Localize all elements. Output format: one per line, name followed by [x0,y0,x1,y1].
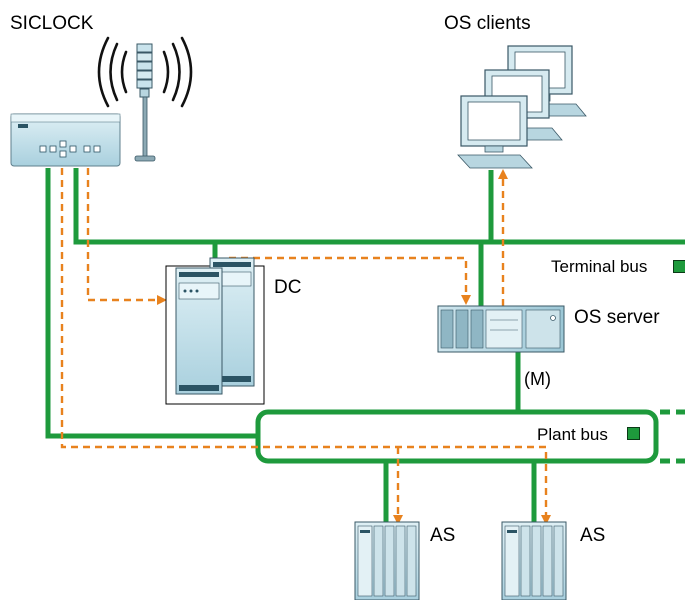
terminal-bus [73,168,685,306]
terminal-bus-label: Terminal bus [551,257,648,276]
signal-tower-icon [134,43,156,162]
plant-bus-link [45,168,537,522]
os-clients-label: OS clients [444,13,531,34]
as-label-right: AS [580,525,606,546]
terminal-bus-legend [673,260,685,273]
plant-bus-label: Plant bus [537,425,608,444]
siclock-device [10,113,121,167]
os-server-label: OS server [574,307,660,328]
automation-system-icon [354,521,420,601]
as-label-left: AS [430,525,456,546]
siclock-label: SICLOCK [10,13,94,34]
plant-bus-legend [627,427,640,440]
redundancy-label: (M) [524,369,551,389]
plant-bus [255,409,659,464]
plant-bus-redundant [660,409,685,464]
automation-system-icon [501,521,567,601]
dc-label: DC [274,277,302,298]
dc-device [165,257,265,405]
time-sync-paths [60,168,551,525]
antenna-icon [97,36,193,108]
server-icon [437,305,565,353]
computer-icon [457,45,587,169]
